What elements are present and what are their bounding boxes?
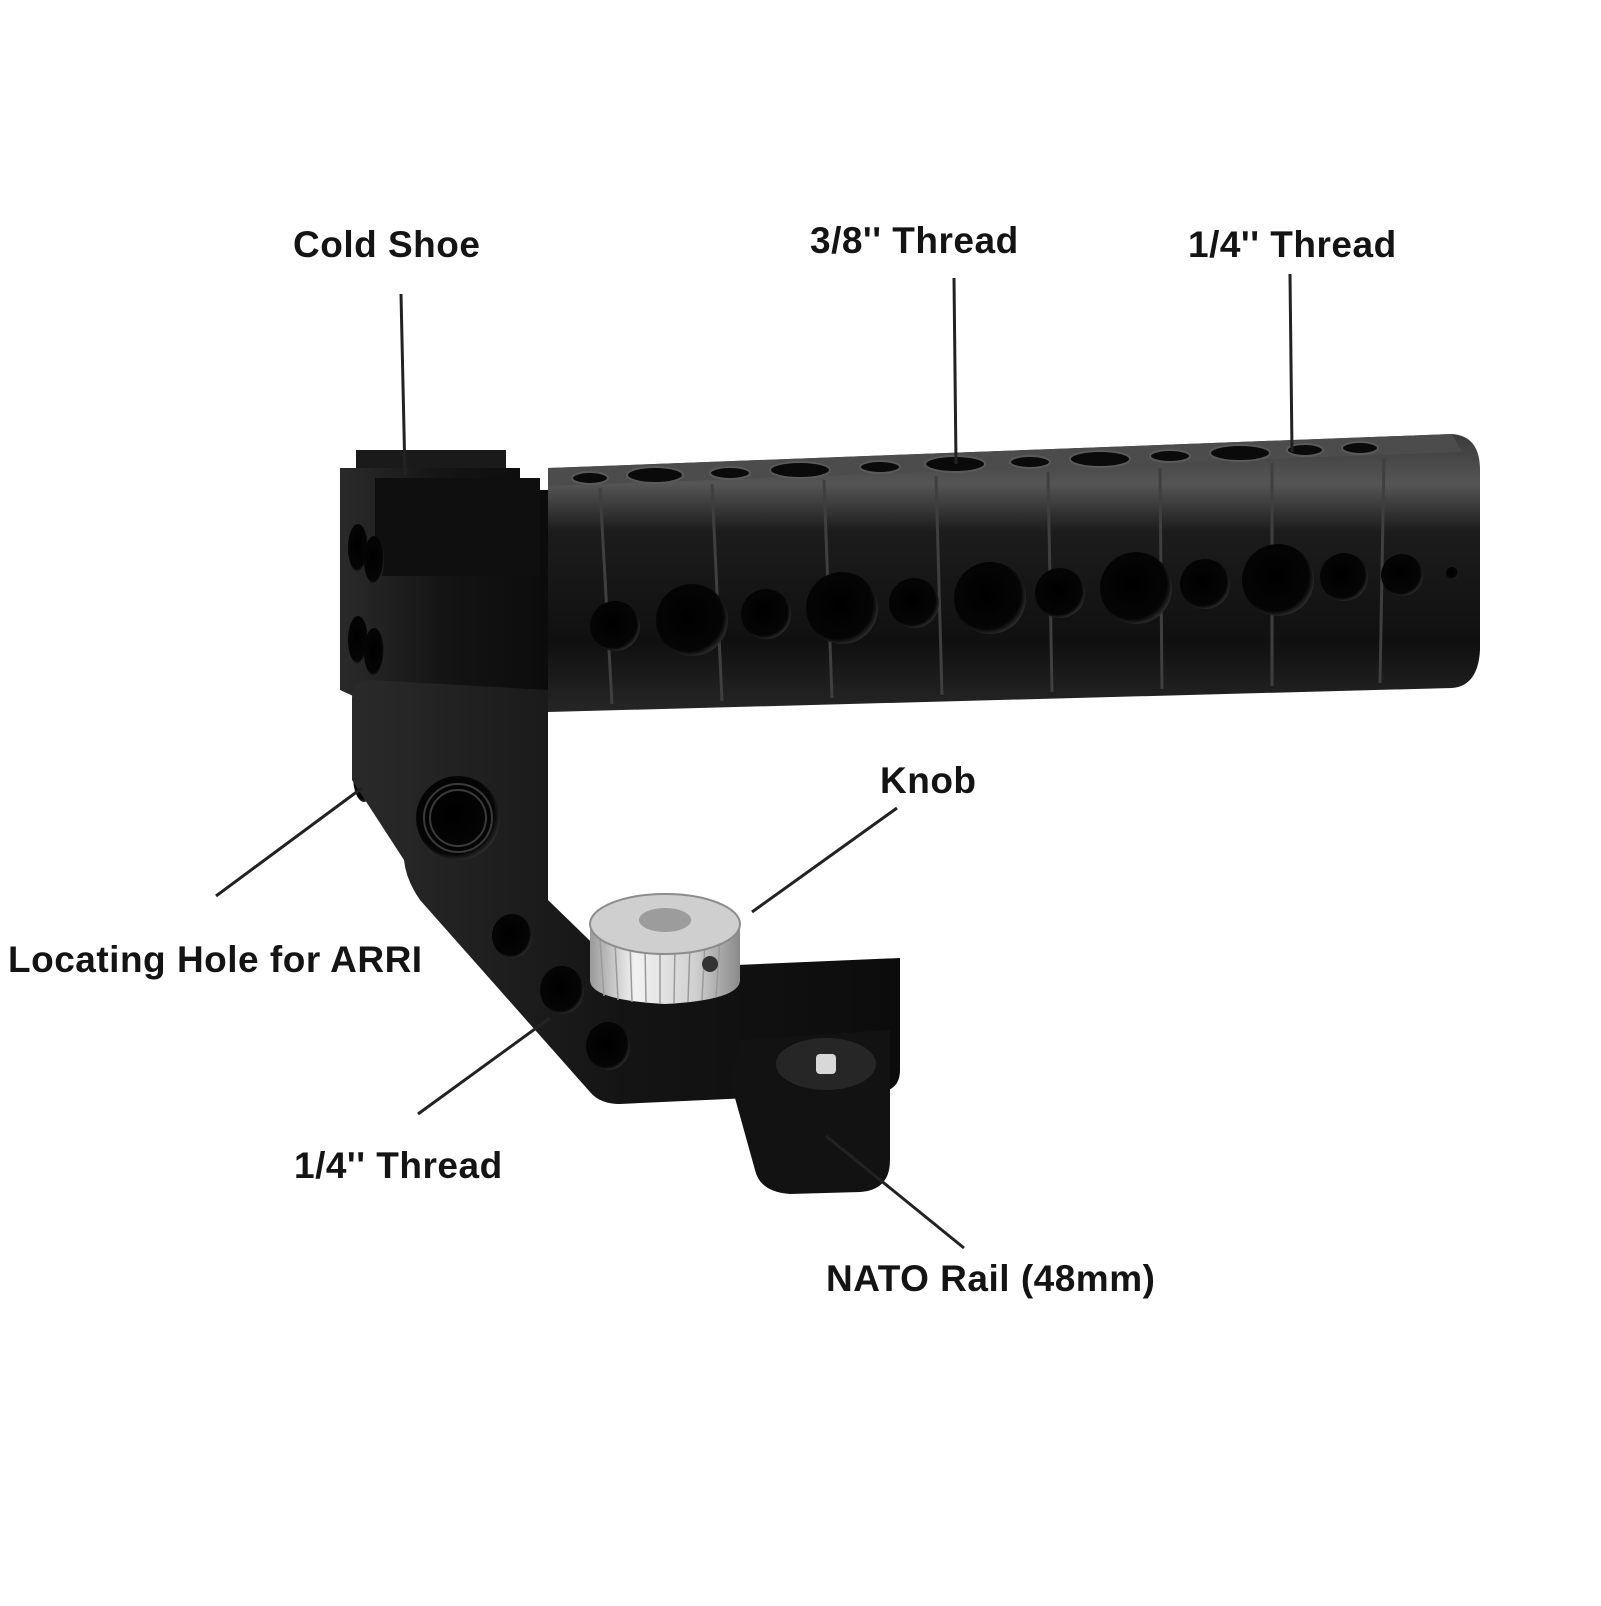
label-arri-locating-hole: Locating Hole for ARRI bbox=[8, 939, 423, 980]
label-38-thread: 3/8'' Thread bbox=[810, 220, 1019, 261]
leader-38-thread bbox=[952, 277, 958, 465]
l-arm bbox=[352, 680, 900, 1104]
label-knob: Knob bbox=[880, 760, 977, 801]
label-cold-shoe: Cold Shoe bbox=[293, 224, 481, 265]
nato-clamp bbox=[730, 1030, 890, 1194]
label-14-thread-top: 1/4'' Thread bbox=[1188, 224, 1397, 265]
knob bbox=[589, 893, 741, 1004]
leader-14-top bbox=[1288, 273, 1294, 453]
leader-lines bbox=[215, 273, 1294, 1250]
label-nato-rail: NATO Rail (48mm) bbox=[826, 1258, 1156, 1299]
leader-14-bottom bbox=[417, 1016, 551, 1116]
label-14-thread-bottom: 1/4'' Thread bbox=[294, 1145, 503, 1186]
leader-cold-shoe bbox=[399, 293, 407, 477]
leader-nato bbox=[825, 1134, 965, 1250]
leader-knob bbox=[751, 806, 898, 914]
handle-tube bbox=[548, 434, 1480, 712]
leader-arri bbox=[215, 786, 363, 898]
